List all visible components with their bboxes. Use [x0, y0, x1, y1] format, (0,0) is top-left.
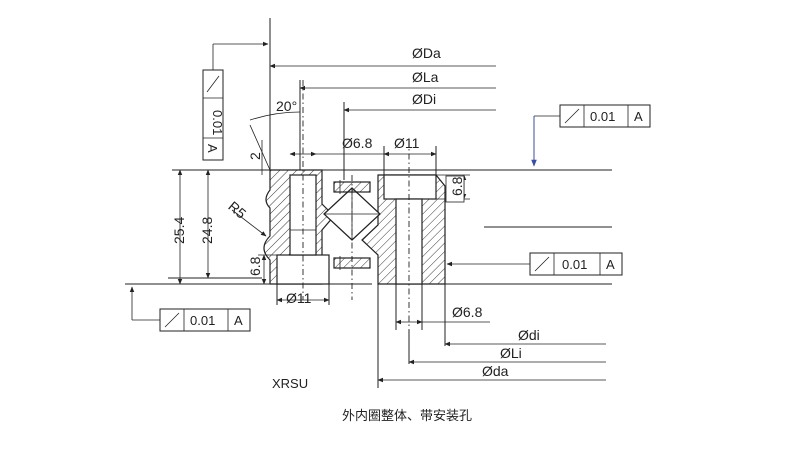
- dim-hole-bottom-large: Ø11: [286, 290, 312, 306]
- tol-bottom-left-datum: A: [234, 313, 243, 328]
- dim-Li: ØLi: [500, 345, 522, 361]
- bearing-section: [263, 169, 446, 285]
- tol-left-datum: A: [205, 144, 220, 153]
- model-label: XRSU: [272, 376, 308, 391]
- tolerance-frame-left-vertical: 0.01 A: [202, 41, 269, 161]
- dim-height-inner: 24.8: [199, 217, 215, 244]
- dim-Da: ØDa: [412, 45, 441, 61]
- dim-di: Ødi: [518, 327, 540, 343]
- dim-step-left: 6.8: [247, 256, 263, 276]
- dim-angle: 20°: [276, 98, 297, 114]
- tolerance-frame-mid-right: 0.01 A: [446, 252, 623, 276]
- tol-bottom-left-value: 0.01: [190, 313, 215, 328]
- dim-da: Øda: [482, 363, 509, 379]
- tolerance-frame-bottom-left: 0.01 A: [129, 286, 251, 332]
- drawing-caption: 外内圈整体、带安装孔: [342, 408, 472, 423]
- tol-top-right-value: 0.01: [590, 109, 615, 124]
- dim-hole-bottom-small: Ø6.8: [452, 304, 483, 320]
- dim-radius: R5: [225, 198, 249, 222]
- tolerance-frame-top-right: 0.01 A: [531, 104, 651, 167]
- tol-mid-right-datum: A: [606, 257, 615, 272]
- tol-mid-right-value: 0.01: [562, 257, 587, 272]
- dim-hole-top-small: Ø6.8: [342, 135, 373, 151]
- dim-hole-top-large: Ø11: [394, 135, 420, 151]
- tol-left-value: 0.01: [210, 110, 225, 135]
- dim-chamfer: 2: [247, 152, 263, 160]
- dim-La: ØLa: [412, 69, 439, 85]
- tol-top-right-datum: A: [634, 109, 643, 124]
- dim-step-right: 6.8: [449, 176, 465, 196]
- dim-Di: ØDi: [412, 91, 436, 107]
- dim-height-total: 25.4: [171, 217, 187, 244]
